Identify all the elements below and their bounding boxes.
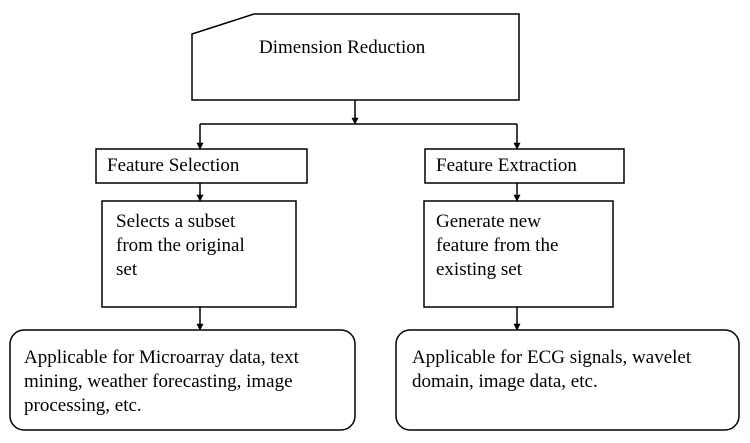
selection-application-box — [9, 329, 356, 431]
extraction-application-box — [395, 329, 740, 431]
extraction-application-text: Applicable for ECG signals, wavelet doma… — [412, 347, 692, 392]
feature-extraction-label: Feature Extraction — [436, 155, 577, 176]
extraction-description-box — [423, 200, 614, 308]
root-box — [191, 13, 520, 101]
selection-application-text: Applicable for Microarray data, text min… — [24, 347, 299, 416]
selection-description-box — [101, 200, 297, 308]
feature-selection-label: Feature Selection — [107, 155, 240, 176]
selection-description-text: Selects a subset from the original set — [116, 211, 245, 280]
extraction-description-text: Generate new feature from the existing s… — [436, 211, 559, 280]
feature-extraction-box — [424, 148, 625, 184]
root-label: Dimension Reduction — [259, 37, 426, 58]
feature-selection-box — [95, 148, 308, 184]
